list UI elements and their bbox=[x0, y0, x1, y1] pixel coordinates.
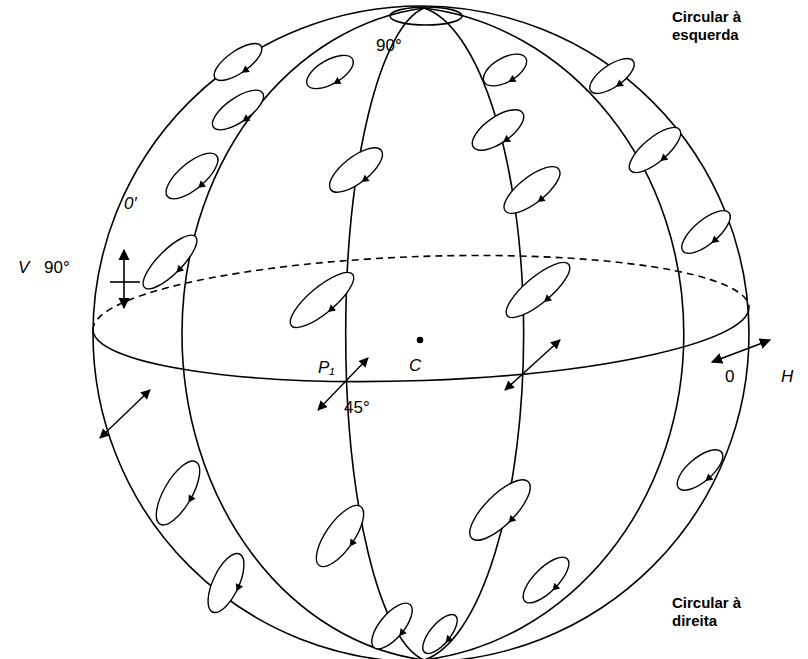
ellipse-outline bbox=[466, 102, 530, 158]
rotation-arrow bbox=[614, 79, 624, 90]
rotation-arrow bbox=[174, 265, 185, 276]
polarization-ellipse bbox=[417, 609, 466, 659]
linear-polarization bbox=[123, 250, 125, 308]
linear-polarization bbox=[100, 390, 150, 438]
rotation-arrow bbox=[325, 304, 336, 315]
ellipse-outline bbox=[499, 254, 577, 325]
meridian bbox=[182, 8, 424, 659]
label: Circular à direita bbox=[672, 594, 782, 630]
linear-polarization bbox=[712, 340, 770, 362]
polarization-ellipse bbox=[308, 498, 376, 575]
rotation-arrow bbox=[233, 583, 243, 593]
ellipse-outline bbox=[584, 52, 639, 100]
rotation-arrow bbox=[506, 75, 516, 85]
label: H bbox=[781, 367, 793, 387]
label: 45° bbox=[344, 398, 370, 418]
polarization-ellipse bbox=[283, 264, 364, 338]
sphere-outline bbox=[93, 6, 749, 659]
rotation-arrow bbox=[185, 495, 195, 505]
polarization-ellipse bbox=[499, 254, 580, 328]
pole-circle bbox=[390, 7, 462, 25]
polarization-ellipse bbox=[148, 455, 212, 533]
rotation-arrow bbox=[658, 154, 669, 165]
ellipse-outline bbox=[671, 443, 729, 497]
ellipse-outline bbox=[148, 455, 208, 531]
polarization-ellipse bbox=[461, 471, 542, 552]
ellipse-outline bbox=[516, 550, 575, 609]
ellipse-outline bbox=[461, 471, 539, 549]
rotation-arrow bbox=[501, 135, 511, 146]
label: 0 bbox=[725, 367, 734, 387]
ellipse-outline bbox=[301, 49, 358, 96]
ellipse-outline bbox=[497, 159, 567, 221]
polarization-ellipse bbox=[675, 204, 739, 264]
polarization-ellipse bbox=[671, 443, 732, 500]
label: V bbox=[18, 258, 29, 278]
ellipse-outline bbox=[675, 204, 736, 261]
polarization-ellipse bbox=[478, 48, 534, 96]
rotation-arrow bbox=[195, 180, 206, 191]
label: Circular à esquerda bbox=[672, 8, 782, 44]
center-dot bbox=[418, 338, 423, 343]
rotation-arrow bbox=[240, 114, 250, 125]
polarization-ellipse bbox=[466, 102, 532, 161]
polarization-ellipse bbox=[497, 159, 569, 225]
ellipse-outline bbox=[209, 37, 267, 87]
ellipse-outline bbox=[323, 140, 389, 200]
label: P₁ bbox=[318, 358, 335, 378]
polarization-ellipse bbox=[516, 550, 578, 612]
rotation-arrow bbox=[346, 538, 357, 548]
rotation-arrow bbox=[240, 65, 250, 76]
equator-back bbox=[93, 255, 749, 330]
polarization-ellipse bbox=[301, 49, 360, 99]
rotation-arrow bbox=[359, 175, 369, 186]
linear-polarization bbox=[110, 281, 140, 283]
polarization-ellipse bbox=[207, 83, 272, 140]
ellipse-outline bbox=[417, 609, 463, 659]
label: 90° bbox=[376, 36, 402, 56]
rotation-arrow bbox=[506, 515, 517, 526]
ellipse-outline bbox=[283, 264, 361, 335]
ellipse-outline bbox=[623, 120, 687, 180]
polarization-ellipse bbox=[623, 120, 690, 183]
rotation-arrow bbox=[541, 294, 552, 305]
rotation-arrow bbox=[550, 583, 561, 594]
polarization-ellipse bbox=[159, 145, 227, 209]
equator-front bbox=[93, 307, 749, 382]
ellipse-outline bbox=[365, 597, 419, 655]
label: C bbox=[409, 356, 421, 376]
rotation-arrow bbox=[703, 474, 714, 485]
polarization-ellipse bbox=[365, 597, 422, 658]
polarization-ellipse bbox=[584, 52, 642, 103]
rotation-arrow bbox=[709, 236, 720, 247]
rotation-arrow bbox=[331, 77, 341, 87]
ellipse-outline bbox=[201, 549, 252, 618]
polarization-ellipse bbox=[136, 228, 207, 299]
linear-polarization bbox=[505, 340, 560, 390]
meridian bbox=[346, 8, 424, 659]
ellipse-outline bbox=[478, 48, 532, 93]
polarization-ellipse bbox=[201, 549, 255, 620]
polarization-ellipse bbox=[323, 140, 392, 203]
meridian bbox=[424, 8, 524, 659]
ellipse-outline bbox=[159, 145, 225, 206]
ellipse-outline bbox=[308, 498, 372, 573]
ellipse-outline bbox=[207, 83, 270, 137]
rotation-arrow bbox=[443, 635, 454, 646]
rotation-arrow bbox=[535, 195, 545, 206]
rotation-arrow bbox=[396, 628, 407, 639]
label: 0′ bbox=[124, 194, 137, 214]
ellipse-outline bbox=[136, 228, 204, 296]
meridian bbox=[424, 8, 684, 659]
polarization-ellipse bbox=[209, 37, 270, 90]
label: 90° bbox=[44, 258, 70, 278]
